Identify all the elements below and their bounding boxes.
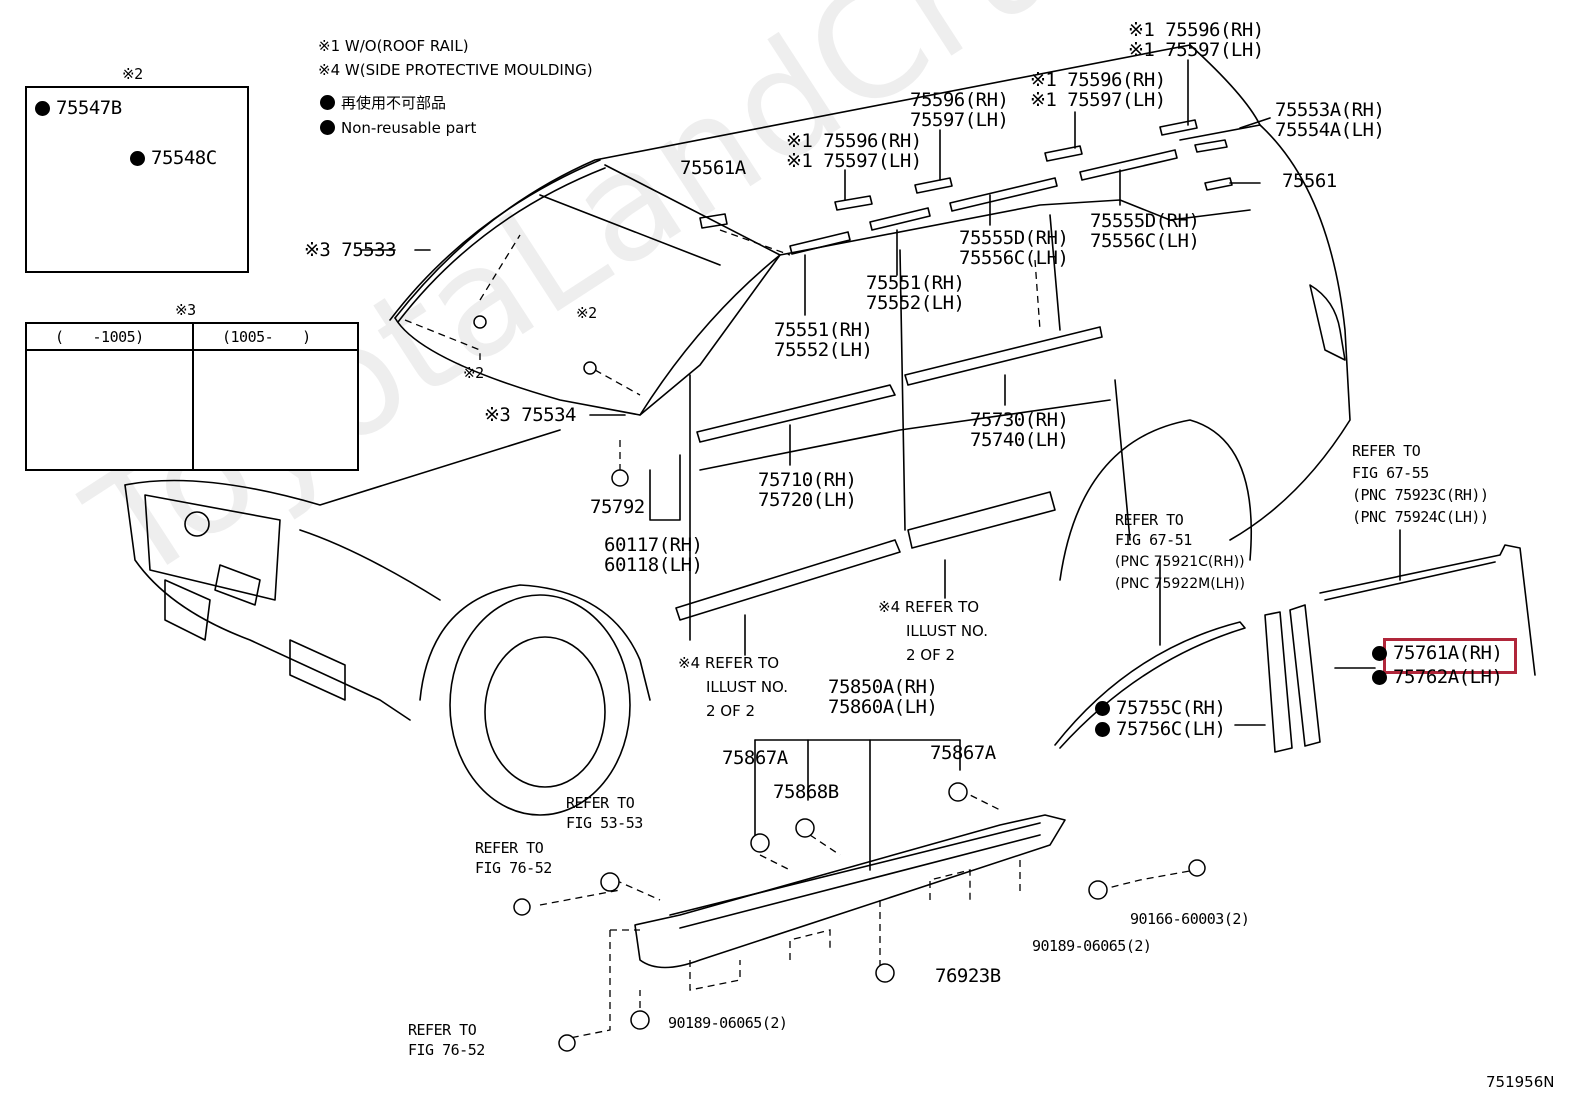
label-60118: 60118(LH) [604, 554, 703, 576]
label-75534: ※3 75534 [484, 404, 577, 426]
label-75596-a: ※1 75596(RH) [786, 130, 922, 152]
label-75755C: 75755C(RH) [1095, 698, 1226, 718]
label-75756C: 75756C(LH) [1095, 719, 1226, 739]
seal-inset-col2: (1005- ) [222, 328, 311, 346]
seal-inset-mark: ※3 [175, 301, 196, 319]
label-75850A: 75850A(RH) [828, 676, 938, 698]
label-75552-b: 75552(LH) [774, 339, 873, 361]
label-75720: 75720(LH) [758, 489, 857, 511]
label-90189-a: 90189-06065(2) [1032, 937, 1152, 955]
ref-67-51-line1: REFER TO [1115, 511, 1184, 529]
ref-67-55-line2: FIG 67-55 [1352, 464, 1429, 482]
label-75553A: 75553A(RH) [1275, 99, 1385, 121]
label-90189-b: 90189-06065(2) [668, 1014, 788, 1032]
label-75710: 75710(RH) [758, 469, 857, 491]
label-mark2-a: ※2 [576, 304, 597, 322]
part-75548C: 75548C [130, 148, 217, 168]
label-90166: 90166-60003(2) [1130, 910, 1250, 928]
ref-76-52-a-line1: REFER TO [475, 839, 544, 857]
label-75740: 75740(LH) [970, 429, 1069, 451]
seal-inset-col1: ( -1005) [55, 328, 144, 346]
clip-inset-box [25, 86, 249, 273]
label-75597-a: ※1 75597(LH) [786, 150, 922, 172]
figure-id: 751956N [1486, 1073, 1555, 1091]
note4-b-line2: ILLUST NO. [906, 622, 989, 640]
non-reusable-dot-icon [320, 120, 335, 135]
label-75551-b: 75551(RH) [774, 319, 873, 341]
label-75561A: 75561A [680, 157, 746, 179]
label-75552-a: 75552(LH) [866, 292, 965, 314]
non-reusable-dot-icon [1372, 646, 1387, 661]
label-75556C-a: 75556C(LH) [1090, 230, 1200, 252]
ref-67-51-line4: (PNC 75922M(LH)) [1115, 576, 1245, 592]
label-75762A: 75762A(LH) [1372, 667, 1503, 687]
ref-67-51-line3: (PNC 75921C(RH)) [1115, 554, 1245, 570]
label-75561: 75561 [1282, 170, 1337, 192]
ref-67-55-line4: (PNC 75924C(LH)) [1352, 508, 1489, 526]
ref-53-53-line2: FIG 53-53 [566, 814, 643, 832]
label-75533: ※3 75533 [304, 239, 397, 261]
part-75547B: 75547B [35, 98, 122, 118]
label-mark2-b: ※2 [463, 364, 484, 382]
label-75597-c: ※1 75597(LH) [1030, 89, 1166, 111]
label-75597-b: 75597(LH) [910, 109, 1009, 131]
seal-inset-box [25, 322, 359, 471]
non-reusable-dot-icon [320, 95, 335, 110]
note4-a-line2: ILLUST NO. [706, 678, 789, 696]
ref-76-52-a-line2: FIG 76-52 [475, 859, 552, 877]
label-60117: 60117(RH) [604, 534, 703, 556]
label-75860A: 75860A(LH) [828, 696, 938, 718]
non-reusable-dot-icon [1095, 701, 1110, 716]
note4-a-line1: ※4 REFER TO [678, 654, 780, 672]
label-75867A-right: 75867A [930, 742, 996, 764]
legend-nonreusable-jp: 再使用不可部品 [320, 94, 446, 112]
label-75597-d: ※1 75597(LH) [1128, 39, 1264, 61]
label-75868B: 75868B [773, 781, 839, 803]
label-75555D-a: 75555D(RH) [1090, 210, 1200, 232]
ref-76-52-b-line2: FIG 76-52 [408, 1041, 485, 1059]
label-75596-b: 75596(RH) [910, 89, 1009, 111]
non-reusable-dot-icon [35, 101, 50, 116]
non-reusable-dot-icon [1372, 670, 1387, 685]
label-75555D-b: 75555D(RH) [959, 227, 1069, 249]
ref-67-51-line2: FIG 67-51 [1115, 531, 1192, 549]
label-75792: 75792 [590, 496, 645, 518]
label-75551-a: 75551(RH) [866, 272, 965, 294]
ref-67-55-line1: REFER TO [1352, 442, 1421, 460]
legend-note1: ※1 W/O(ROOF RAIL) [318, 37, 469, 55]
label-75761A: 75761A(RH) [1372, 643, 1503, 663]
non-reusable-dot-icon [1095, 722, 1110, 737]
label-75554A: 75554A(LH) [1275, 119, 1385, 141]
ref-53-53-line1: REFER TO [566, 794, 635, 812]
label-75556C-b: 75556C(LH) [959, 247, 1069, 269]
label-75596-c: ※1 75596(RH) [1030, 69, 1166, 91]
note4-b-line1: ※4 REFER TO [878, 598, 980, 616]
label-75730: 75730(RH) [970, 409, 1069, 431]
ref-76-52-b-line1: REFER TO [408, 1021, 477, 1039]
non-reusable-dot-icon [130, 151, 145, 166]
label-75867A-left: 75867A [722, 747, 788, 769]
note4-b-line3: 2 OF 2 [906, 646, 956, 664]
clip-inset-mark: ※2 [122, 65, 143, 83]
label-75596-d: ※1 75596(RH) [1128, 19, 1264, 41]
ref-67-55-line3: (PNC 75923C(RH)) [1352, 486, 1489, 504]
legend-nonreusable-en: Non-reusable part [320, 119, 476, 137]
legend-note4: ※4 W(SIDE PROTECTIVE MOULDING) [318, 61, 593, 79]
label-76923B: 76923B [935, 965, 1001, 987]
note4-a-line3: 2 OF 2 [706, 702, 756, 720]
